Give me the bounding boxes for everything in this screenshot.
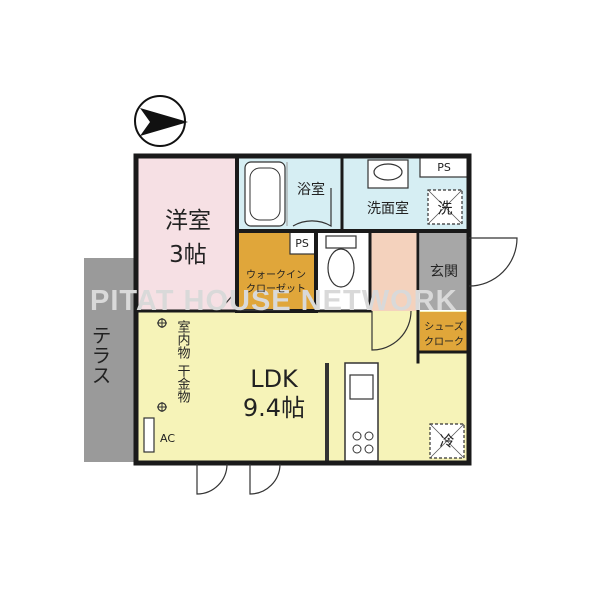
entrance-room xyxy=(420,232,468,310)
western-room-name: 洋室 xyxy=(165,208,211,234)
entrance-label: 玄関 xyxy=(430,263,458,280)
walkin-closet-label-1: ウォークイン xyxy=(246,269,306,281)
entrance-hall xyxy=(369,232,417,311)
ac-label: AC xyxy=(160,432,175,445)
shoes-closet-label-1: シューズ xyxy=(424,320,464,333)
bathroom-label: 浴室 xyxy=(297,181,325,198)
drying-hook-icon xyxy=(157,318,167,412)
watermark-text: PITAT HOUSE NETWORK xyxy=(90,285,458,317)
washer-label: 洗 xyxy=(437,199,452,217)
walkin-closet-label-2: クローゼット xyxy=(246,283,306,295)
western-room-size: 3帖 xyxy=(169,242,207,268)
fridge-label: 冷 xyxy=(439,432,454,450)
shoes-closet-room xyxy=(420,312,468,352)
washroom-label: 洗面室 xyxy=(367,200,409,217)
ldk-name: LDK xyxy=(250,365,299,393)
terrace xyxy=(84,258,134,462)
ps-mid-label: PS xyxy=(295,237,309,250)
terrace-label: テラス xyxy=(88,325,112,385)
western-room xyxy=(137,157,235,311)
indoor-drying-label-1: 室内物 xyxy=(175,319,191,360)
shoes-closet-label-2: クローク xyxy=(424,336,464,348)
ac-unit xyxy=(143,417,155,453)
compass-north-arrow-icon xyxy=(134,95,188,147)
door-arcs xyxy=(196,188,518,495)
walls xyxy=(133,153,472,466)
indoor-drying-label-2: 干金物 xyxy=(175,364,191,404)
ps-top-label: PS xyxy=(437,161,451,174)
ldk-size: 9.4帖 xyxy=(243,394,305,422)
